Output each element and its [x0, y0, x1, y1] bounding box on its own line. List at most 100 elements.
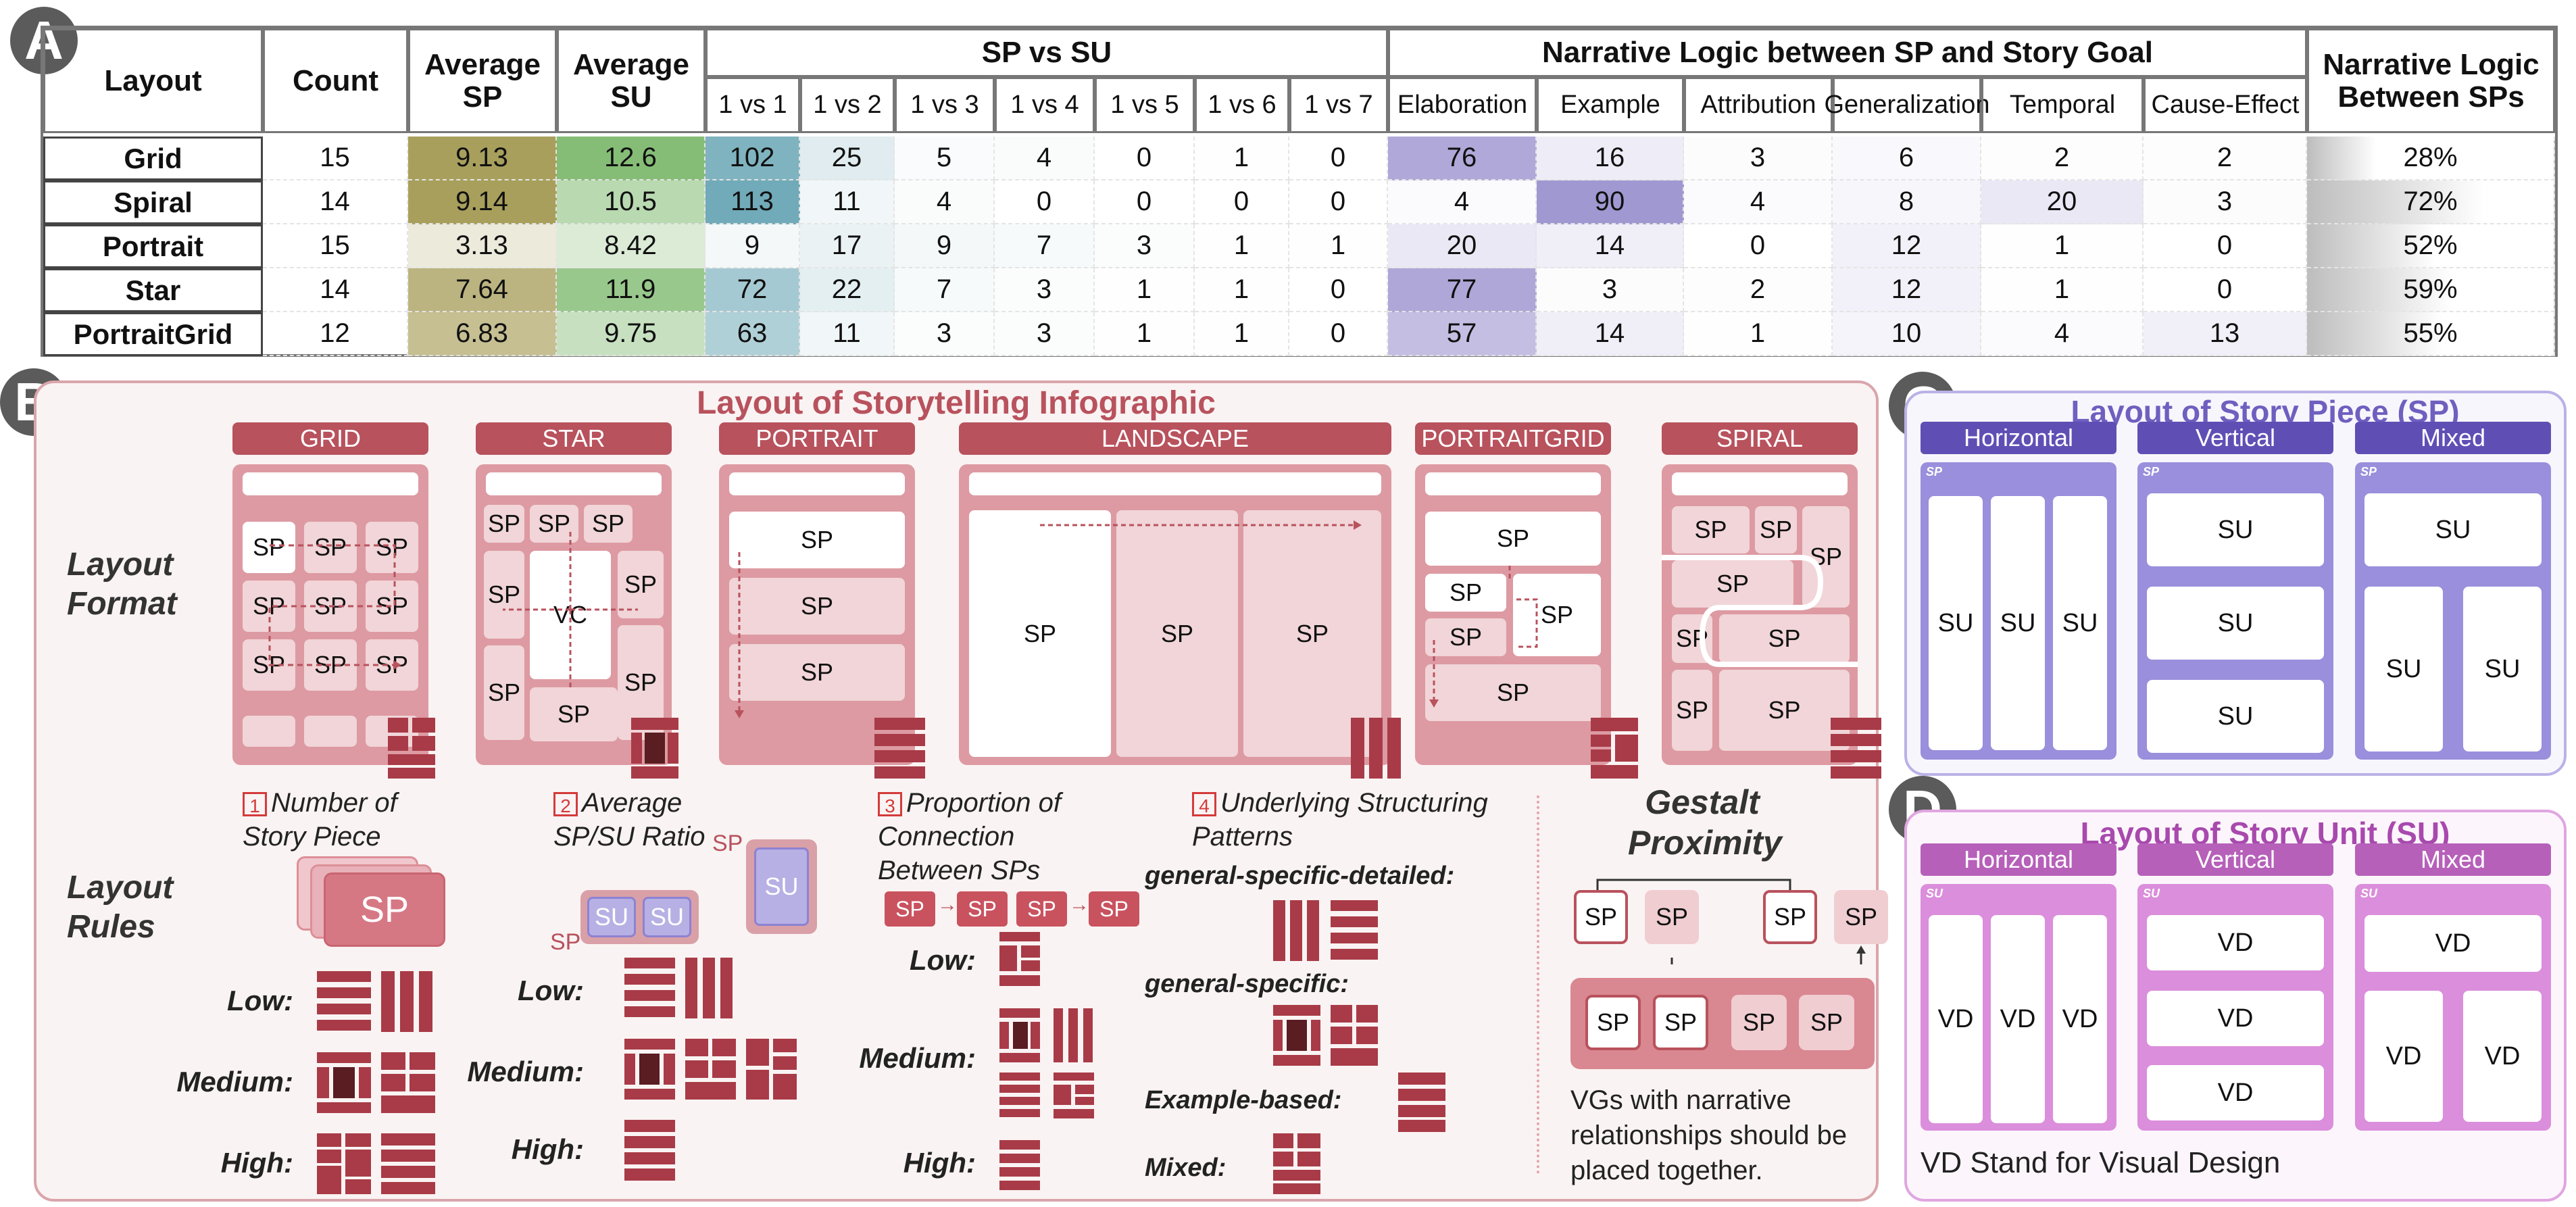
- spiral-path: [1662, 555, 1858, 667]
- sp-block: SP: [1719, 614, 1850, 663]
- portraitgrid-layout-diagram: SP SP SP SP SP: [1415, 464, 1611, 765]
- row-sp-vs-su-value: 1: [1095, 268, 1195, 312]
- row-average-su: 11.9: [557, 268, 705, 312]
- sp-block: SP: [484, 505, 524, 543]
- rule-number-4: 4: [1192, 792, 1216, 817]
- medium-pattern-icon: [999, 1008, 1040, 1062]
- sp-block: SP: [243, 581, 295, 632]
- header-landscape: LANDSCAPE: [959, 422, 1391, 455]
- row-sp-vs-su-value: 1: [1095, 312, 1195, 356]
- gsd-pattern-icon: [1273, 900, 1320, 961]
- su-block: SU: [2364, 587, 2443, 752]
- sp-chip: SP: [885, 891, 935, 927]
- sp-block: SP: [729, 512, 905, 568]
- panel-c-header-horizontal: Horizontal: [1921, 422, 2116, 454]
- sp-block: SP: [1243, 510, 1381, 757]
- rule-3-low: Low:: [910, 944, 976, 976]
- header-count: Count: [263, 28, 408, 133]
- row-narrative-value: 13: [2144, 312, 2307, 356]
- row-narrative-value: 76: [1388, 137, 1537, 180]
- row-sp-vs-su-value: 0: [1195, 180, 1289, 224]
- sp-block: SP: [1672, 670, 1712, 751]
- row-sp-vs-su-value: 9: [895, 224, 995, 268]
- row-sp-vs-su-value: 63: [705, 312, 800, 356]
- rule-number-1: 1: [243, 792, 267, 817]
- radial-arrows: [503, 532, 638, 691]
- zigzag-arrow: [1429, 566, 1538, 708]
- row-sp-vs-su-value: 102: [705, 137, 800, 180]
- row-narrative-value: 90: [1537, 180, 1684, 224]
- row-average-su: 12.6: [557, 137, 705, 180]
- row-narrative-value: 8: [1833, 180, 1981, 224]
- medium-pattern-icon: [317, 1052, 371, 1113]
- sp-chip: SP: [1089, 891, 1139, 927]
- row-narrative-value: 1: [1981, 268, 2144, 312]
- row-narrative-value: 6: [1833, 137, 1981, 180]
- row-count: 15: [263, 224, 408, 268]
- vd-block: VD: [1929, 915, 1983, 1123]
- panel-c-header-vertical: Vertical: [2137, 422, 2333, 454]
- row-sp-vs-su-value: 7: [895, 268, 995, 312]
- row-narrative-value: 10: [1833, 312, 1981, 356]
- medium-pattern-icon: [685, 1039, 736, 1100]
- sp-block: SP: [1719, 670, 1850, 751]
- row-sp-vs-su-value: 3: [995, 268, 1095, 312]
- sp-su-ratio-illustration: SP SU SU SU SP: [543, 829, 827, 958]
- low-pattern-icon: [685, 958, 736, 1018]
- row-average-sp: 9.13: [408, 137, 557, 180]
- row-count: 14: [263, 268, 408, 312]
- header-narrative-goal: Narrative Logic between SP and Story Goa…: [1388, 28, 2307, 77]
- arrow-icon: →: [1069, 893, 1089, 916]
- rule-1-low: Low:: [227, 985, 293, 1016]
- row-narrative-value: 3: [2144, 180, 2307, 224]
- su-block: SU: [1991, 496, 2045, 750]
- subheader-sp-vs-su: 1 vs 6: [1195, 77, 1289, 133]
- row-narrative-value: 2: [1981, 137, 2144, 180]
- row-sp-vs-su-value: 11: [800, 312, 895, 356]
- sp-block: SP: [484, 645, 524, 740]
- row-average-su: 8.42: [557, 224, 705, 268]
- row-sp-vs-su-value: 3: [995, 312, 1095, 356]
- row-narrative-between: 52%: [2307, 224, 2555, 268]
- panel-storytelling-infographic: Layout of Storytelling Infographic Layou…: [34, 380, 1888, 1202]
- row-narrative-value: 2: [2144, 137, 2307, 180]
- header-portrait: PORTRAIT: [719, 422, 915, 455]
- gestalt-sp-c: SP: [1763, 890, 1817, 944]
- row-sp-vs-su-value: 0: [1095, 137, 1195, 180]
- row-average-sp: 7.64: [408, 268, 557, 312]
- subheader-narrative: Example: [1537, 77, 1684, 133]
- sp-block: SP: [484, 551, 524, 639]
- row-layout-name: Portrait: [43, 224, 263, 268]
- row-sp-vs-su-value: 5: [895, 137, 995, 180]
- row-sp-vs-su-value: 4: [895, 180, 995, 224]
- sp-block: SP: [366, 522, 418, 573]
- pattern-mixed: Mixed:: [1145, 1154, 1227, 1182]
- row-sp-vs-su-value: 4: [995, 137, 1095, 180]
- row-sp-vs-su-value: 0: [1289, 137, 1388, 180]
- star-layout-diagram: SP SP SP SP VC SP SP SP SP: [476, 464, 672, 765]
- header-grid: GRID: [232, 422, 428, 455]
- gs-pattern-icon: [1331, 1005, 1378, 1066]
- downward-arrow: [735, 552, 744, 718]
- gestalt-sp-a: SP: [1574, 890, 1628, 944]
- row-average-sp: 3.13: [408, 224, 557, 268]
- portrait-layout-icon: [874, 718, 925, 779]
- rule-2-medium: Medium:: [467, 1056, 584, 1087]
- subheader-sp-vs-su: 1 vs 2: [800, 77, 895, 133]
- high-pattern-icon: [381, 1133, 435, 1194]
- row-count: 14: [263, 180, 408, 224]
- sp-block: SP: [1755, 506, 1797, 553]
- vd-block: VD: [1991, 915, 2045, 1123]
- sp-mixed-diagram: SP SU SU SU: [2355, 462, 2551, 760]
- subheader-sp-vs-su: 1 vs 7: [1289, 77, 1388, 133]
- subheader-narrative: Temporal: [1981, 77, 2144, 133]
- sp-block: SP: [1425, 512, 1601, 566]
- row-average-sp: 6.83: [408, 312, 557, 356]
- stacked-sp-cards: SP: [297, 856, 452, 951]
- sp-block: SP: [1672, 560, 1793, 608]
- su-mixed-diagram: SU VD VD VD: [2355, 884, 2551, 1131]
- row-layout-name: Spiral: [43, 180, 263, 224]
- row-average-su: 9.75: [557, 312, 705, 356]
- row-narrative-value: 4: [1388, 180, 1537, 224]
